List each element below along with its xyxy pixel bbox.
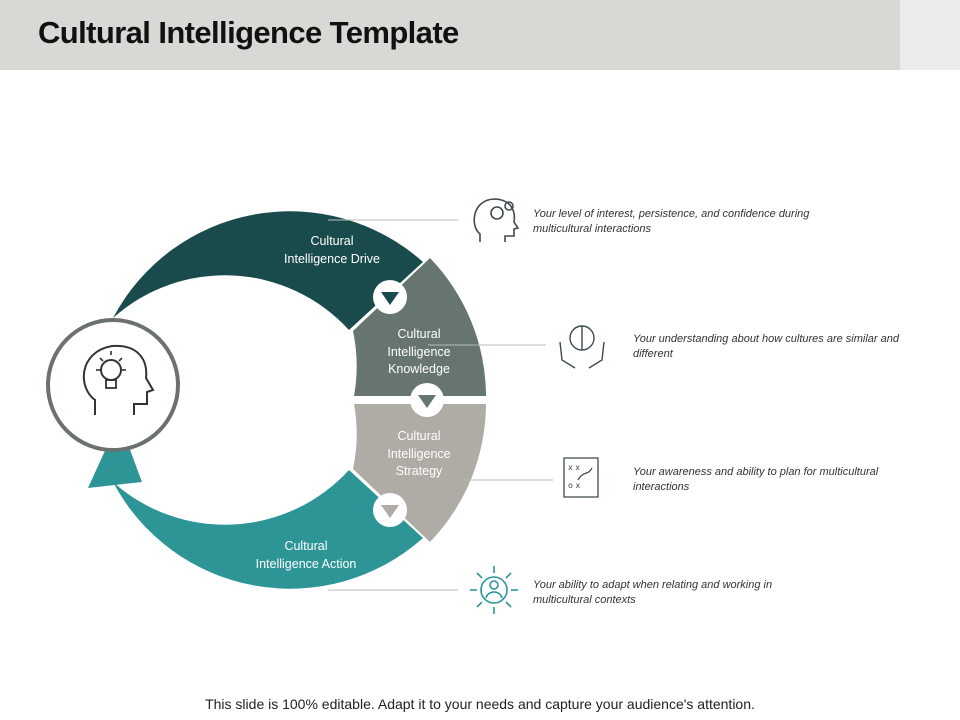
segment-action	[113, 470, 423, 589]
segment-strategy-label: Cultural Intelligence Strategy	[369, 428, 469, 481]
segment-strategy-label-line1: Cultural	[397, 429, 441, 443]
segment-knowledge-label-line1: Cultural	[397, 327, 441, 341]
description-knowledge: Your understanding about how cultures ar…	[633, 333, 899, 360]
description-drive: Your level of interest, persistence, and…	[533, 208, 810, 235]
segment-action-label-line1: Cultural	[284, 539, 328, 553]
segment-drive	[113, 211, 423, 330]
title-bar	[0, 0, 900, 70]
segment-drive-label: Cultural Intelligence Drive	[267, 233, 397, 268]
head-gears-icon	[473, 198, 520, 242]
connector-arrow-2	[410, 383, 444, 417]
head-lightbulb-icon	[46, 318, 180, 452]
segment-drive-label-line2: Intelligence Drive	[284, 251, 380, 266]
description-action: Your ability to adapt when relating and …	[533, 579, 773, 606]
connector-arrow-1	[373, 280, 407, 314]
segment-drive-label-line1: Cultural	[310, 234, 354, 248]
segment-strategy-label-line3: Strategy	[395, 464, 443, 478]
segment-strategy-label-line2: Intelligence	[387, 446, 451, 461]
footer-note: This slide is 100% editable. Adapt it to…	[205, 696, 755, 712]
segment-strategy	[353, 404, 486, 542]
segment-knowledge-label-line3: Knowledge	[388, 362, 450, 376]
segment-action-label-line2: Intelligence Action	[255, 556, 357, 571]
segment-action-label: Cultural Intelligence Action	[241, 538, 371, 573]
person-arrows-icon	[470, 566, 518, 614]
title-bar-accent	[900, 0, 960, 70]
slide-title: Cultural Intelligence Template	[38, 15, 459, 50]
strategy-plan-icon: x x o x	[563, 457, 599, 498]
segment-knowledge	[353, 258, 486, 396]
svg-text:x x: x x	[568, 463, 580, 472]
svg-text:o x: o x	[568, 481, 580, 490]
segment-knowledge-label: Cultural Intelligence Knowledge	[369, 326, 469, 379]
segment-knowledge-label-line2: Intelligence	[387, 344, 451, 359]
connector-arrow-3	[373, 493, 407, 527]
brain-hands-icon	[559, 325, 605, 369]
cycle-arrowhead	[88, 420, 142, 488]
description-strategy: Your awareness and ability to plan for m…	[633, 466, 879, 493]
